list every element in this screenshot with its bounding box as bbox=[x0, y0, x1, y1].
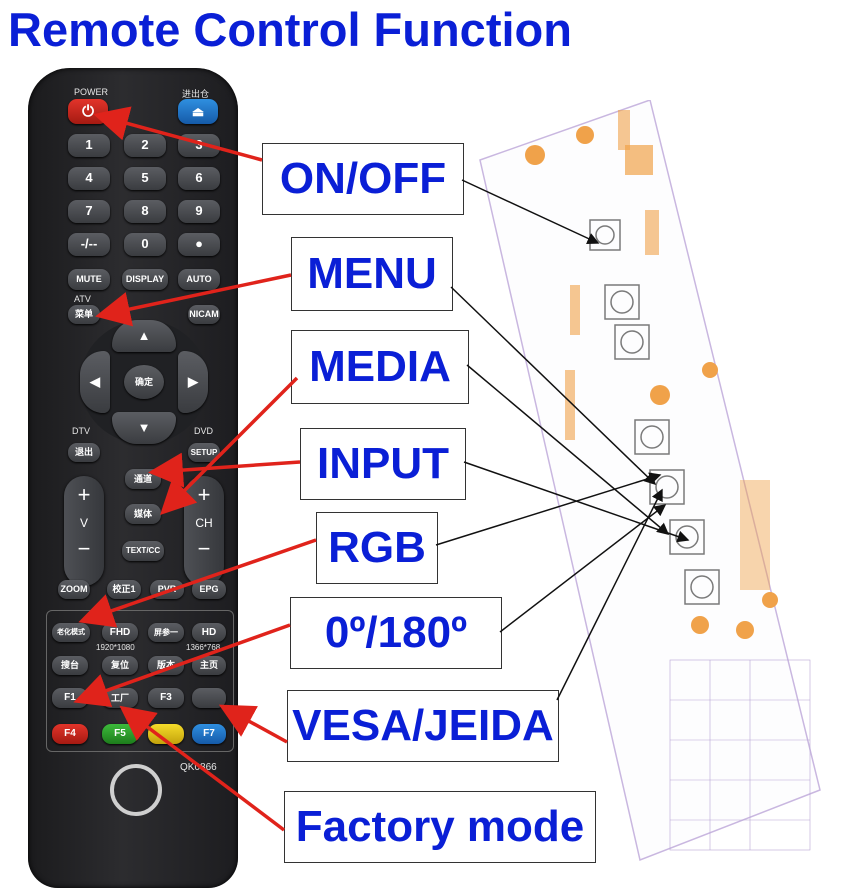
right-icon: ▶ bbox=[188, 374, 198, 389]
plus-icon: + bbox=[197, 482, 211, 507]
power-label: POWER bbox=[74, 87, 109, 97]
zoom-button[interactable]: ZOOM bbox=[58, 580, 90, 599]
vesa-jeida-callout: VESA/JEIDA bbox=[287, 690, 559, 762]
home-button[interactable]: 主页 bbox=[192, 656, 226, 675]
left-icon: ◀ bbox=[90, 374, 100, 389]
hd-resolution-label: 1366*768 bbox=[186, 643, 221, 652]
dtv-label: DTV bbox=[72, 426, 90, 436]
fhd-resolution-label: 1920*1080 bbox=[96, 643, 135, 652]
minus-icon: − bbox=[77, 536, 91, 561]
f4-button[interactable]: F4 bbox=[52, 724, 88, 744]
up-icon: ▲ bbox=[137, 328, 151, 343]
f1-button[interactable]: F1 bbox=[52, 688, 88, 708]
power-button[interactable]: ⏻ bbox=[68, 99, 108, 124]
f5-button[interactable]: F5 bbox=[102, 724, 138, 744]
model-label: QK0866 bbox=[180, 762, 217, 773]
rgb-callout: RGB bbox=[316, 512, 438, 584]
pcb-board-drawing bbox=[479, 100, 821, 862]
up-arrow-button[interactable]: ▲ bbox=[112, 320, 176, 352]
channel-rocker[interactable]: + CH − bbox=[184, 476, 224, 586]
fhd-button[interactable]: FHD bbox=[102, 623, 138, 642]
brand-logo bbox=[110, 764, 162, 816]
volume-letter: V bbox=[79, 516, 88, 530]
digit-5-button[interactable]: 5 bbox=[124, 167, 166, 190]
channel-letter: CH bbox=[195, 516, 213, 530]
volume-rocker[interactable]: + V − bbox=[64, 476, 104, 586]
menu-button[interactable]: 菜单 bbox=[68, 305, 100, 324]
f7-button[interactable]: F7 bbox=[192, 724, 226, 744]
display-button[interactable]: DISPLAY bbox=[122, 269, 168, 290]
eject-label: 进出仓 bbox=[182, 89, 210, 99]
ok-button[interactable]: 确定 bbox=[124, 365, 164, 399]
label-grid bbox=[669, 659, 811, 851]
digit-4-button[interactable]: 4 bbox=[68, 167, 110, 190]
remote-control: POWER 进出仓 ⏻ ⏏ 1 2 3 4 5 6 7 8 9 -/-- 0 ●… bbox=[28, 68, 238, 888]
auto-button[interactable]: AUTO bbox=[178, 269, 220, 290]
mute-button[interactable]: MUTE bbox=[68, 269, 110, 290]
factory-mode-callout: Factory mode bbox=[284, 791, 596, 863]
correct-button[interactable]: 校正1 bbox=[107, 580, 141, 599]
menu-callout: MENU bbox=[291, 237, 453, 311]
text-cc-button[interactable]: TEXT/CC bbox=[122, 541, 164, 561]
hd-button[interactable]: HD bbox=[192, 623, 226, 642]
minus-icon: − bbox=[197, 536, 211, 561]
epg-button[interactable]: EPG bbox=[192, 580, 226, 599]
power-icon: ⏻ bbox=[82, 103, 94, 120]
digit-2-button[interactable]: 2 bbox=[124, 134, 166, 157]
orange-pads bbox=[525, 126, 778, 639]
left-arrow-button[interactable]: ◀ bbox=[80, 351, 110, 413]
input-callout: INPUT bbox=[300, 428, 466, 500]
digit-6-button[interactable]: 6 bbox=[178, 167, 220, 190]
dot-button[interactable]: ● bbox=[178, 233, 220, 256]
dvd-label: DVD bbox=[194, 426, 214, 436]
aging-mode-button[interactable]: 老化模式 bbox=[52, 623, 90, 642]
media-callout: MEDIA bbox=[291, 330, 469, 404]
digit-3-button[interactable]: 3 bbox=[178, 134, 220, 157]
media-button[interactable]: 媒体 bbox=[125, 504, 161, 524]
page-title: Remote Control Function bbox=[8, 3, 572, 56]
reset-button[interactable]: 复位 bbox=[102, 656, 138, 675]
plus-icon: + bbox=[77, 482, 91, 507]
nicam-button[interactable]: NICAM bbox=[188, 305, 220, 324]
digit-1-button[interactable]: 1 bbox=[68, 134, 110, 157]
eject-button[interactable]: ⏏ bbox=[178, 99, 218, 124]
atv-label: ATV bbox=[74, 294, 91, 304]
digit-8-button[interactable]: 8 bbox=[124, 200, 166, 223]
exit-button[interactable]: 退出 bbox=[68, 443, 100, 462]
f6-button[interactable] bbox=[148, 724, 184, 744]
digit-7-button[interactable]: 7 bbox=[68, 200, 110, 223]
setup-button[interactable]: SETUP bbox=[188, 443, 220, 462]
version-button[interactable]: 版本 bbox=[148, 656, 184, 675]
eject-icon: ⏏ bbox=[191, 104, 205, 119]
pvr-button[interactable]: PVR bbox=[150, 580, 184, 599]
f3-button[interactable]: F3 bbox=[148, 688, 184, 708]
down-icon: ▼ bbox=[137, 420, 151, 435]
dash-button[interactable]: -/-- bbox=[68, 233, 110, 256]
channel-source-button[interactable]: 通道 bbox=[125, 469, 161, 489]
blank-button[interactable] bbox=[192, 688, 226, 708]
digit-9-button[interactable]: 9 bbox=[178, 200, 220, 223]
screen-param-button[interactable]: 屏参一 bbox=[148, 623, 184, 642]
digit-0-button[interactable]: 0 bbox=[124, 233, 166, 256]
factory-button[interactable]: 工厂 bbox=[102, 688, 138, 708]
on-off-callout: ON/OFF bbox=[262, 143, 464, 215]
search-button[interactable]: 搜台 bbox=[52, 656, 88, 675]
rotate-callout: 0º/180º bbox=[290, 597, 502, 669]
